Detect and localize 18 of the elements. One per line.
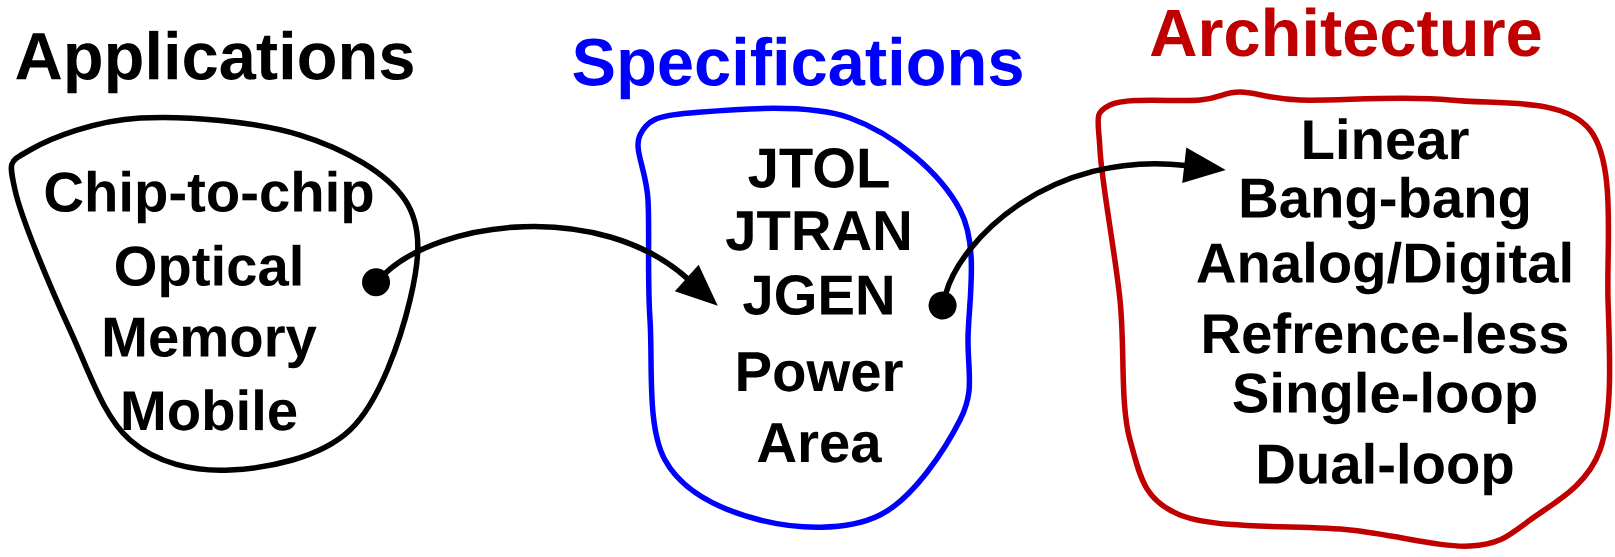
list-item: Chip-to-chip [45, 170, 373, 224]
list-item: Dual-loop [1259, 442, 1513, 496]
heading: Specifications [573, 36, 1022, 100]
heading: Applications [16, 30, 413, 94]
list-item: JTOL [748, 148, 889, 188]
list-item: Bang-bang [1241, 176, 1529, 230]
list-item: Refrence-less [1204, 312, 1568, 354]
list-item: Mobile [123, 389, 297, 431]
list-item: JGEN [743, 275, 892, 315]
list-item: Optical [115, 244, 301, 298]
list-item: Linear [1304, 118, 1469, 160]
list-item: Memory [104, 317, 317, 369]
list-item: Single-loop [1233, 371, 1536, 425]
heading: Architecture [1150, 7, 1541, 57]
list-item: JTRAN [726, 211, 909, 251]
list-item: Analog/Digital [1197, 241, 1571, 295]
list-item: Power [738, 352, 903, 392]
list-item: Area [757, 423, 882, 463]
